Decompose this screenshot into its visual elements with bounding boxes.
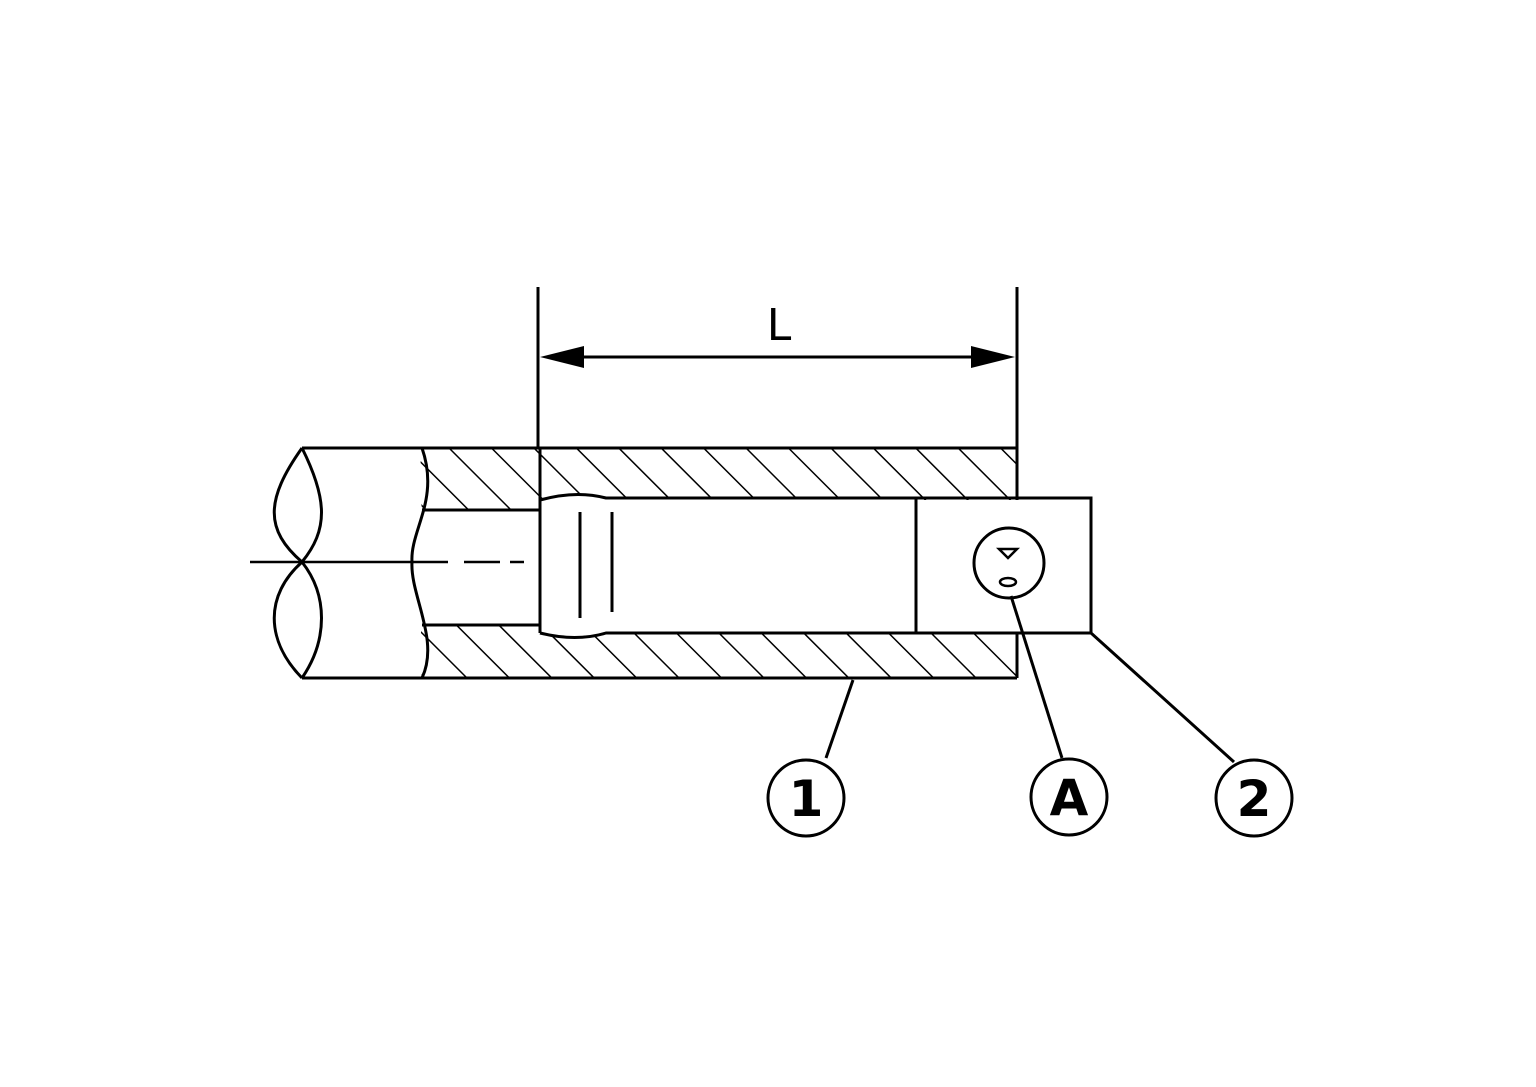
counterbore-bottom-edge (539, 631, 1017, 639)
dimension-l: L (536, 287, 1019, 500)
arrowhead-right (971, 346, 1015, 368)
callout-2: 2 (1214, 758, 1294, 838)
leader-1 (824, 679, 855, 759)
callout-label: A (1050, 769, 1089, 827)
marking-circle (972, 526, 1046, 600)
callout-circle (1214, 758, 1294, 838)
callout-circle (1029, 757, 1109, 837)
insert-tool (914, 496, 1093, 635)
leader-2 (1089, 631, 1236, 764)
insert-body (914, 496, 1093, 635)
callout-a: A (1029, 757, 1109, 837)
callout-label: 1 (789, 770, 824, 828)
callout-label: 2 (1237, 770, 1272, 828)
dimension-label: L (767, 300, 792, 351)
sleeve-marks (578, 512, 614, 618)
arrowhead-left (540, 346, 584, 368)
upper-wall-hatch (420, 448, 1017, 510)
callout-1: 1 (766, 758, 846, 838)
oval-mark-icon (998, 576, 1018, 588)
leader-a (1009, 595, 1064, 759)
tube-section (302, 446, 1019, 680)
counterbore-top-edge (539, 492, 916, 502)
callout-circle (766, 758, 846, 838)
leader-lines (824, 595, 1236, 764)
triangle-mark-icon (995, 547, 1021, 560)
